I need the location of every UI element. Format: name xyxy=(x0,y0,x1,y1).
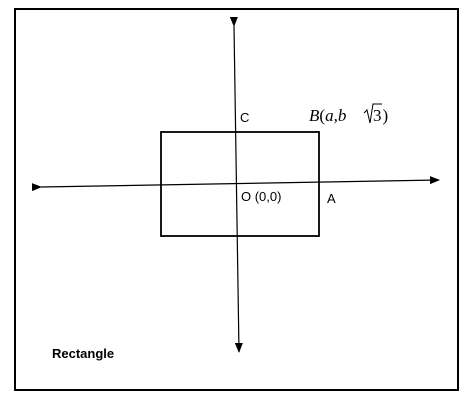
b-radicand: 3 xyxy=(373,106,382,125)
y-axis xyxy=(229,16,243,353)
b-close-paren: ) xyxy=(383,106,389,125)
x-axis xyxy=(31,176,440,192)
vertex-label-b: B(a,b 3) xyxy=(309,103,388,125)
b-coord-b: b xyxy=(338,106,347,125)
b-coord-a: a xyxy=(325,106,334,125)
rectangle-shape xyxy=(160,131,320,237)
svg-text:3): 3) xyxy=(373,106,388,125)
vertex-label-c: C xyxy=(240,110,249,125)
diagram-caption: Rectangle xyxy=(52,346,114,361)
vertex-label-a: A xyxy=(327,191,336,206)
origin-label: O (0,0) xyxy=(241,189,281,204)
diagram-frame xyxy=(14,8,459,391)
sqrt-radical-icon xyxy=(363,103,382,124)
svg-text:B(a,b: B(a,b xyxy=(309,106,346,125)
b-open-paren: ( xyxy=(319,106,325,125)
b-comma: , xyxy=(334,106,338,125)
b-prefix: B xyxy=(309,106,320,125)
